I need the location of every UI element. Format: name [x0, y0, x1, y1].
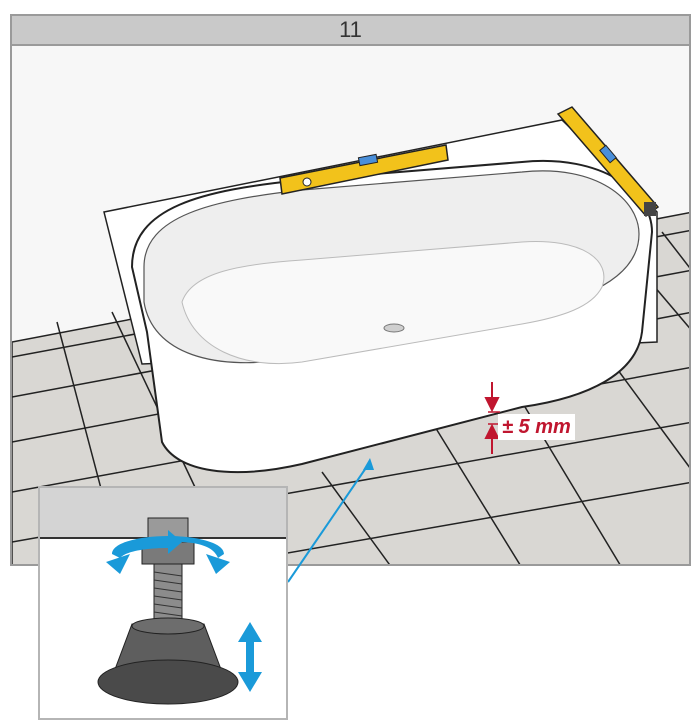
tolerance-label: ± 5 mm [498, 414, 575, 440]
instruction-step-panel: 11 [10, 14, 691, 566]
adjustable-foot-illustration [40, 488, 286, 705]
spirit-level-icon [279, 144, 449, 195]
adjustable-foot-detail [38, 486, 288, 720]
spirit-level-icon [556, 106, 660, 218]
bathtub [130, 159, 654, 474]
bathtub-installation-scene [12, 46, 689, 564]
rotate-arrows-icon [106, 530, 230, 574]
step-number: 11 [12, 16, 689, 46]
vertical-double-arrow-icon [238, 622, 262, 692]
tolerance-arrows [484, 382, 500, 454]
